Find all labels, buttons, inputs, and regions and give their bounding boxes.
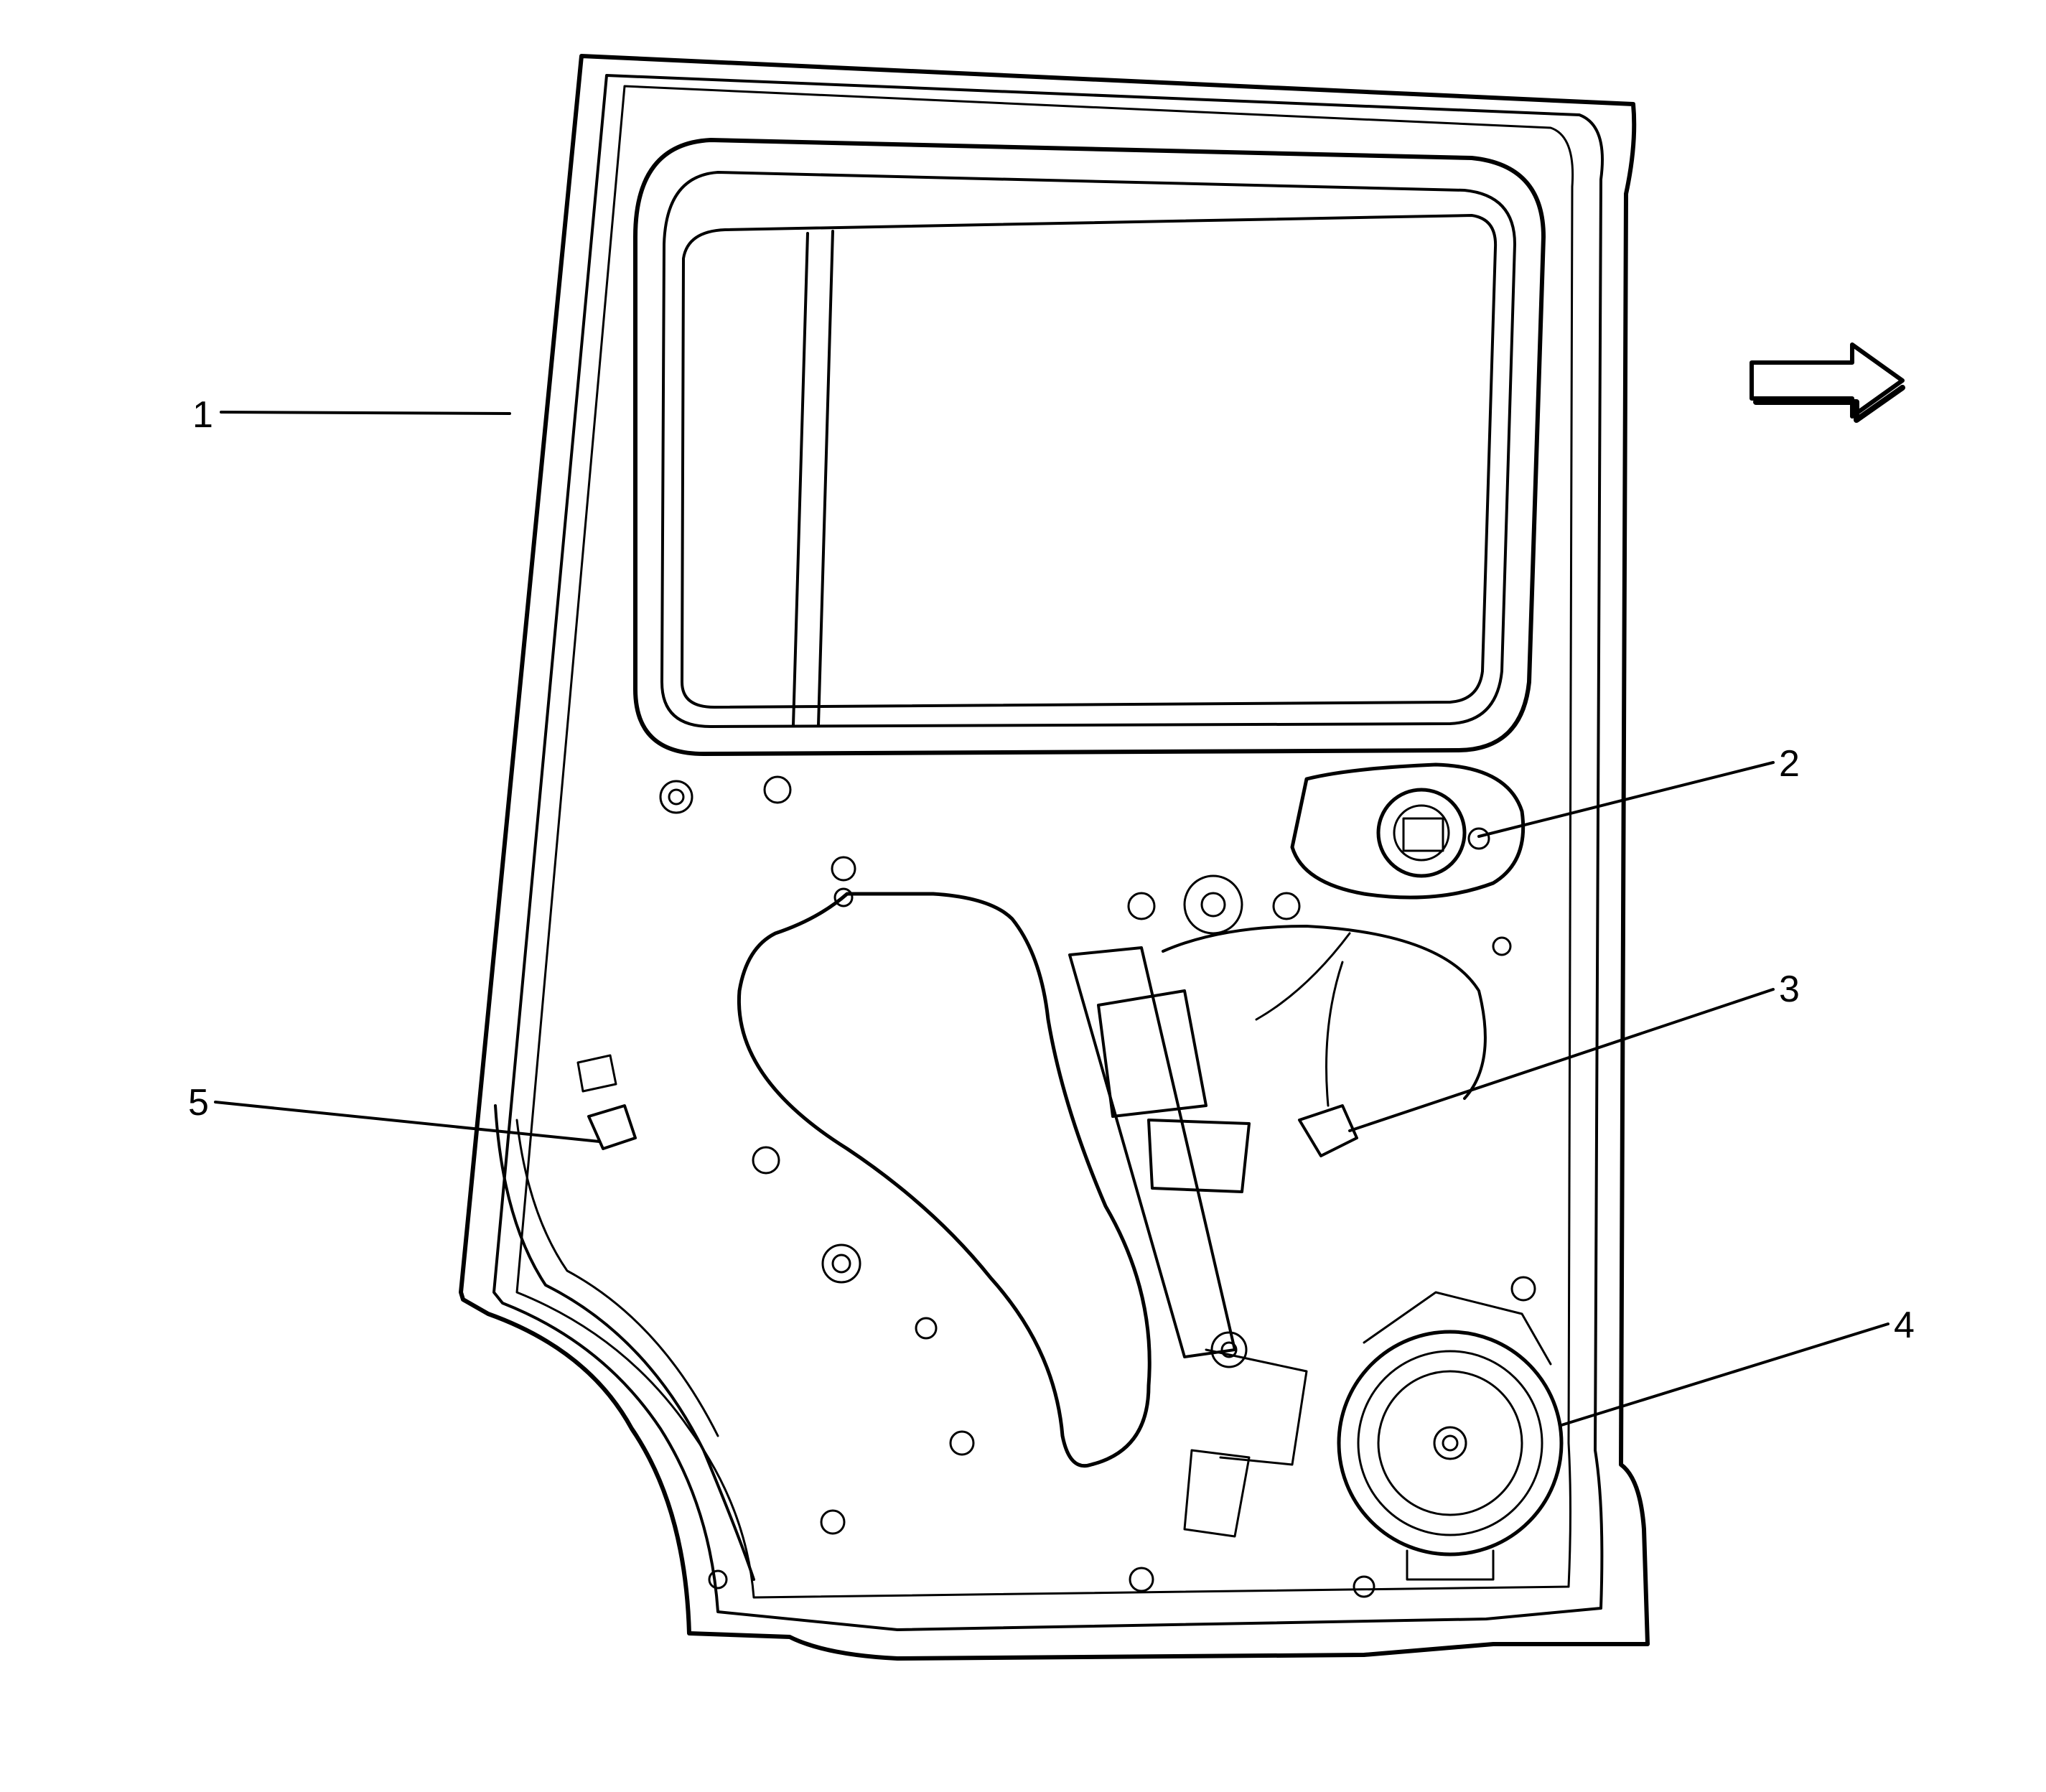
leader-lines (214, 411, 1889, 1427)
leader-line-4 (1560, 1322, 1889, 1427)
leader-line-3 (1348, 988, 1775, 1132)
fastener-holes (659, 775, 1536, 1598)
door-handle-module (1290, 762, 1526, 900)
wire-connector (1298, 961, 1358, 1157)
window-regulator (1068, 946, 1308, 1538)
arrow-right-icon (1750, 342, 1905, 423)
inner-panel-opening (737, 892, 1487, 1467)
door-clip (576, 1054, 637, 1150)
callout-4-label: 4 (1894, 1305, 1915, 1346)
leader-line-5 (214, 1101, 601, 1143)
leader-line-1 (220, 411, 511, 415)
callout-3-label: 3 (1779, 969, 1800, 1010)
leader-line-2 (1477, 761, 1775, 838)
window-frame (633, 138, 1546, 756)
callout-5-label: 5 (188, 1082, 209, 1124)
callout-1-label: 1 (192, 394, 213, 436)
door-panel (459, 54, 1650, 1661)
callout-2-label: 2 (1779, 743, 1800, 785)
speaker (1337, 1291, 1564, 1581)
